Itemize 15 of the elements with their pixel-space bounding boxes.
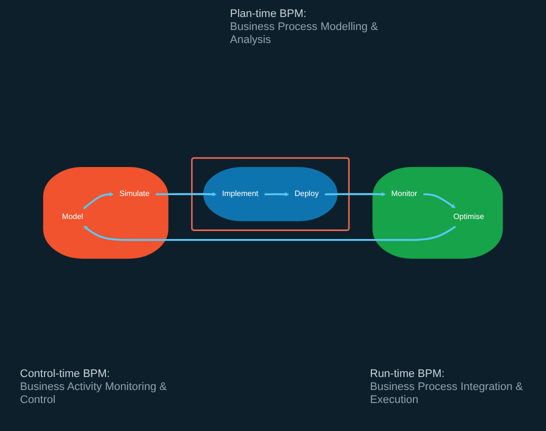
cluster bbox=[191, 157, 350, 231]
heading: Control-time BPM: bbox=[20, 368, 111, 381]
description: Business Process Modelling & Analysis bbox=[230, 21, 379, 47]
heading: Run-time BPM: bbox=[370, 368, 446, 381]
arrow bbox=[423, 193, 456, 208]
description: Business Process Integration & Execution bbox=[370, 381, 524, 407]
arrow bbox=[156, 192, 217, 196]
arrow bbox=[264, 192, 289, 196]
arrow bbox=[83, 226, 456, 241]
description: Business Activity Monitoring & Control bbox=[20, 381, 168, 407]
cluster bbox=[43, 166, 168, 259]
cluster bbox=[372, 166, 503, 259]
heading: Plan-time BPM: bbox=[230, 8, 308, 21]
arrow bbox=[324, 192, 386, 196]
arrow bbox=[83, 192, 114, 210]
